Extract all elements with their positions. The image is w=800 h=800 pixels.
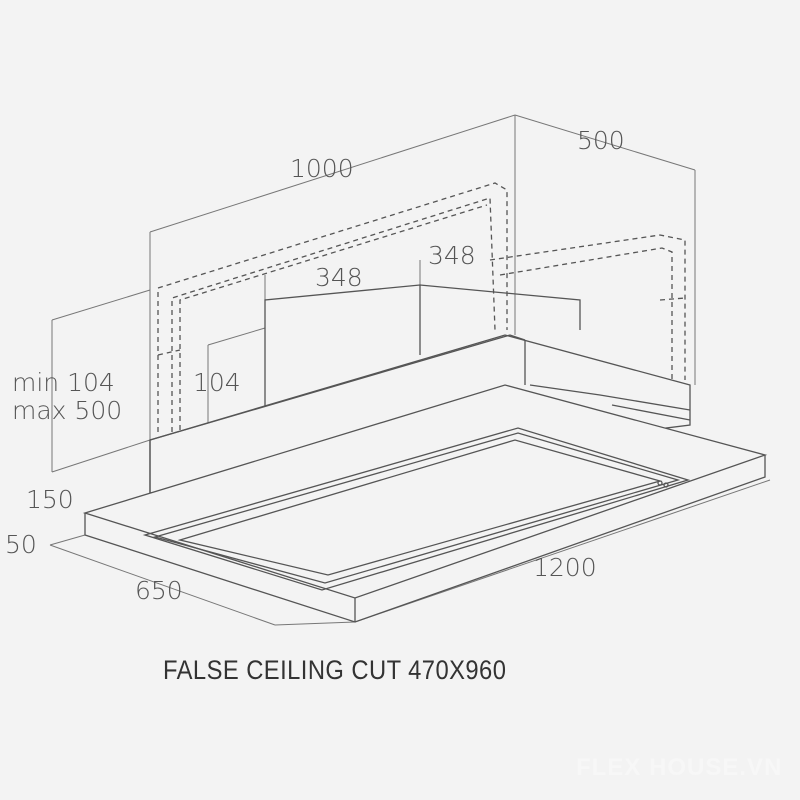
- indicator-light-icon: [663, 482, 669, 488]
- chimney: [264, 284, 581, 440]
- panel-recess-middle: [152, 432, 681, 584]
- watermark: FLEX HOUSE.VN: [576, 754, 783, 781]
- dim-height-max-label: max 500: [12, 396, 123, 425]
- dim-panel-width-label: 1200: [533, 553, 597, 582]
- indicator-light-icon: [657, 480, 663, 486]
- dim-panel-height-label: 50: [5, 530, 37, 559]
- dim-depth-label: 500: [577, 126, 625, 155]
- dim-body-height-label: 150: [26, 485, 74, 514]
- dim-height-min-label: min 104: [12, 368, 115, 397]
- dim-chimney-width-label: 348: [315, 263, 363, 292]
- dim-width-label: 1000: [290, 154, 354, 183]
- caption: FALSE CEILING CUT 470X960: [163, 655, 507, 685]
- dashed-frame: [157, 182, 686, 432]
- bottom-panel: [82, 384, 768, 623]
- dim-chimney-depth-label: 348: [428, 241, 476, 270]
- panel-recess-outer: [142, 427, 691, 591]
- dim-panel-depth-label: 650: [135, 576, 183, 605]
- dim-chimney-height-label: 104: [193, 368, 241, 397]
- dimension-lines: [49, 114, 771, 626]
